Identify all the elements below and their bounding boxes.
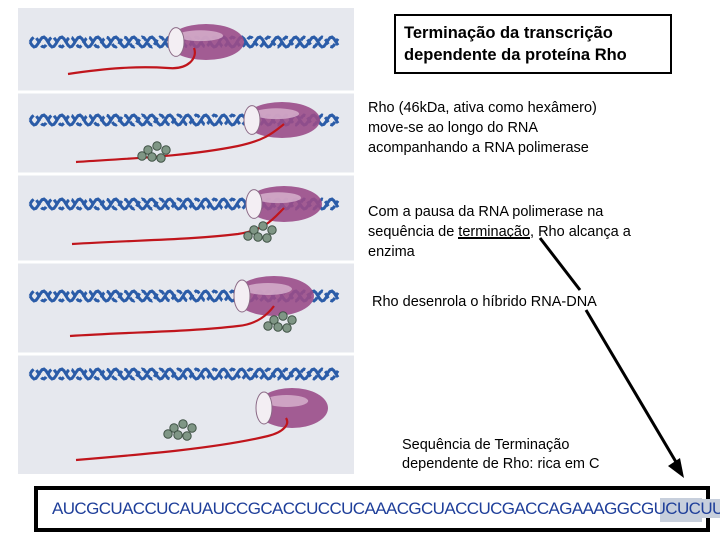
step-2-line-2a: sequência de (368, 224, 458, 240)
figure-canvas (18, 8, 354, 474)
rna-polymerase-1-opening (168, 28, 184, 57)
rho-hexamer-5-subunit-4 (174, 431, 182, 439)
sequence-label-line-1: Sequência de Terminação (402, 436, 702, 455)
rho-hexamer-3-subunit-6 (244, 232, 252, 240)
rho-hexamer-5-subunit-3 (188, 424, 196, 432)
sequence-highlight: UU (700, 499, 720, 518)
step-2-line-2b: , Rho alcança a (530, 224, 631, 240)
title-box: Terminação da transcrição dependente da … (394, 14, 672, 74)
sequence-prefix: AUCGCUACCUCAUAUCCGCACCUCCUCAAACGCUACCUCG… (52, 499, 700, 518)
rho-hexamer-4-subunit-3 (288, 316, 296, 324)
step-2-line-2: sequência de terminação, Rho alcança a (368, 222, 698, 242)
rho-hexamer-2-subunit-5 (157, 154, 165, 162)
rho-hexamer-3-subunit-5 (263, 234, 271, 242)
terminacao-underlined: terminação (458, 224, 530, 240)
transcription-figure (18, 8, 354, 474)
rho-hexamer-2-subunit-6 (138, 152, 146, 160)
rna-polymerase-4-highlight (244, 283, 292, 295)
rho-hexamer-5-subunit-5 (183, 432, 191, 440)
step-2-line-1: Com a pausa da RNA polimerase na (368, 202, 698, 222)
rho-hexamer-4-subunit-4 (274, 323, 282, 331)
rho-hexamer-3-subunit-4 (254, 233, 262, 241)
rho-hexamer-4-subunit-6 (264, 322, 272, 330)
rho-hexamer-5-subunit-6 (164, 430, 172, 438)
step-1-line-3: acompanhando a RNA polimerase (368, 138, 698, 158)
step-1-text: Rho (46kDa, ativa como hexâmero) move-se… (368, 98, 698, 158)
rho-hexamer-3-subunit-3 (268, 226, 276, 234)
rho-hexamer-5-subunit-2 (179, 420, 187, 428)
rna-polymerase-2-opening (244, 106, 260, 135)
rho-hexamer-2-subunit-3 (162, 146, 170, 154)
sequence-label-line-2: dependente de Rho: rica em C (402, 455, 702, 474)
step-3-line-1: Rho desenrola o híbrido RNA-DNA (372, 292, 702, 312)
rna-polymerase-4-opening (234, 280, 250, 312)
rho-hexamer-4-subunit-5 (283, 324, 291, 332)
rho-hexamer-2-subunit-4 (148, 153, 156, 161)
step-1-line-2: move-se ao longo do RNA (368, 118, 698, 138)
step-2-text: Com a pausa da RNA polimerase na sequênc… (368, 202, 698, 262)
sequence-box: AUCGCUACCUCAUAUCCGCACCUCCUCAAACGCUACCUCG… (34, 486, 710, 532)
step-2-line-3: enzima (368, 242, 698, 262)
rna-sequence: AUCGCUACCUCAUAUCCGCACCUCCUCAAACGCUACCUCG… (52, 499, 720, 519)
rho-hexamer-3-subunit-2 (259, 222, 267, 230)
sequence-label: Sequência de Terminação dependente de Rh… (402, 436, 702, 474)
rna-polymerase-3-opening (246, 190, 262, 219)
step-3-text: Rho desenrola o híbrido RNA-DNA (372, 292, 702, 312)
rho-hexamer-4-subunit-2 (279, 312, 287, 320)
title-line-1: Terminação da transcrição (404, 22, 670, 44)
title-line-2: dependente da proteína Rho (404, 44, 670, 66)
rho-hexamer-2-subunit-2 (153, 142, 161, 150)
step-1-line-1: Rho (46kDa, ativa como hexâmero) (368, 98, 698, 118)
rna-polymerase-5-opening (256, 392, 272, 424)
